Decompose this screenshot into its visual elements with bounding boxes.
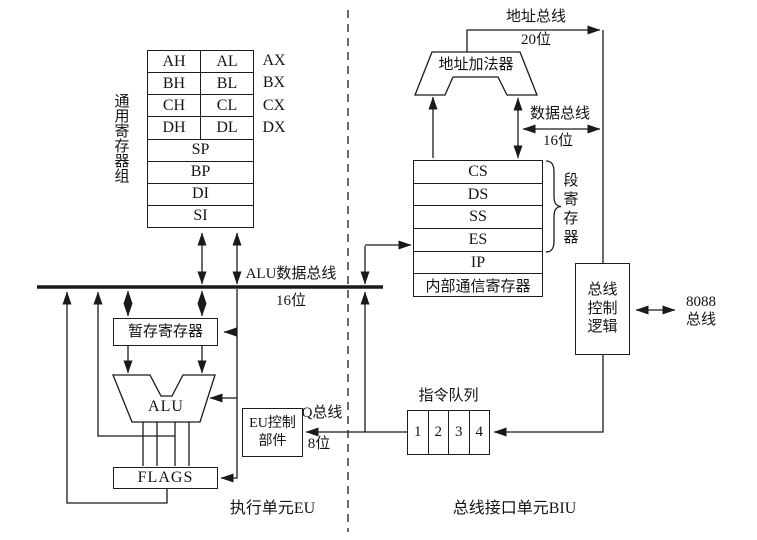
register-cell-bh: BH bbox=[148, 73, 201, 95]
biu-register-internal-comm: 内部通信寄存器 bbox=[425, 278, 531, 295]
q-bus-label: Q总线 bbox=[301, 405, 343, 421]
register-cell-ah: AH bbox=[148, 51, 201, 73]
alu-data-bus-width-label: 16位 bbox=[275, 293, 306, 309]
bus-control-label-line2: 控制 bbox=[587, 300, 618, 317]
bus-control-label-line3: 逻辑 bbox=[587, 319, 618, 336]
instruction-queue-cell-4: 4 bbox=[475, 424, 484, 440]
instruction-queue-label: 指令队列 bbox=[418, 388, 479, 404]
register-cell-dh: DH bbox=[148, 117, 201, 139]
register-row-di: DI bbox=[148, 184, 253, 206]
eu-control-box: EU控制 部件 bbox=[242, 408, 303, 457]
data-bus-width-label: 16位 bbox=[542, 133, 573, 149]
alu-shape bbox=[112, 374, 216, 423]
flags-box: FLAGS bbox=[113, 467, 218, 489]
temp-register-label: 暂存寄存器 bbox=[127, 323, 203, 340]
flags-label: FLAGS bbox=[137, 469, 194, 486]
general-registers-group-label: 通用寄存器组 bbox=[112, 93, 129, 183]
address-adder-shape bbox=[414, 51, 538, 96]
register-row-dx: DH DL bbox=[148, 117, 253, 140]
register-row-bx: BH BL bbox=[148, 73, 253, 96]
register-row-si: SI bbox=[148, 206, 253, 227]
eu-control-label-line2: 部件 bbox=[258, 433, 287, 449]
pair-label-bx: BX bbox=[262, 74, 286, 91]
register-cell-ch: CH bbox=[148, 95, 201, 117]
external-bus-label-line2: 总线 bbox=[685, 312, 716, 328]
instruction-queue-box: 1 2 3 4 bbox=[407, 410, 490, 455]
data-bus-label: 数据总线 bbox=[529, 106, 590, 122]
instruction-queue-cell-1: 1 bbox=[408, 411, 429, 454]
instruction-queue-cell-2: 2 bbox=[429, 411, 449, 454]
register-cell-si: SI bbox=[193, 207, 208, 225]
eu-control-label-line1: EU控制 bbox=[249, 416, 296, 431]
pair-label-cx: CX bbox=[262, 97, 286, 114]
register-cell-dl: DL bbox=[216, 118, 238, 136]
pair-label-ax: AX bbox=[262, 52, 286, 69]
temp-register-box: 暂存寄存器 bbox=[113, 318, 218, 346]
pair-label-dx: DX bbox=[262, 119, 286, 136]
segment-registers-brace-label: 段寄存器 bbox=[561, 172, 578, 248]
alu-label: ALU bbox=[148, 398, 184, 415]
register-cell-al: AL bbox=[216, 52, 238, 70]
register-cell-bl: BL bbox=[216, 74, 238, 92]
register-row-cx: CH CL bbox=[148, 95, 253, 118]
q-bus-width-label: 8位 bbox=[307, 436, 331, 452]
bus-control-label-line1: 总线 bbox=[587, 281, 618, 298]
biu-unit-caption: 总线接口单元BIU bbox=[452, 500, 577, 517]
biu-register-es: ES bbox=[414, 229, 542, 252]
address-adder-label: 地址加法器 bbox=[438, 57, 514, 73]
eu-unit-caption: 执行单元EU bbox=[229, 500, 316, 517]
instruction-queue-cell-3: 3 bbox=[449, 411, 470, 454]
segment-registers-brace bbox=[545, 160, 562, 253]
register-cell-sp: SP bbox=[191, 141, 210, 159]
register-cell-bp: BP bbox=[190, 163, 211, 181]
biu-register-ds: DS bbox=[414, 184, 542, 207]
biu-register-ss: SS bbox=[414, 206, 542, 230]
alu-data-bus-label: ALU数据总线 bbox=[245, 266, 337, 282]
external-bus-label-line1: 8088 bbox=[686, 294, 716, 310]
bus-control-logic-box: 总线 控制 逻辑 bbox=[575, 263, 630, 355]
register-cell-cl: CL bbox=[216, 96, 238, 114]
general-registers-table: AH AL BH BL CH CL DH DL SP BP DI SI bbox=[147, 50, 254, 228]
register-row-sp: SP bbox=[148, 140, 253, 162]
register-cell-di: DI bbox=[192, 185, 209, 203]
register-row-ax: AH AL bbox=[148, 51, 253, 74]
address-bus-label: 地址总线 bbox=[505, 9, 566, 25]
biu-register-ip: IP bbox=[414, 252, 542, 275]
biu-registers-table: CS DS SS ES IP 内部通信寄存器 bbox=[413, 160, 543, 297]
address-bus-width-label: 20位 bbox=[520, 32, 551, 48]
biu-register-cs: CS bbox=[414, 161, 542, 184]
register-row-bp: BP bbox=[148, 162, 253, 184]
